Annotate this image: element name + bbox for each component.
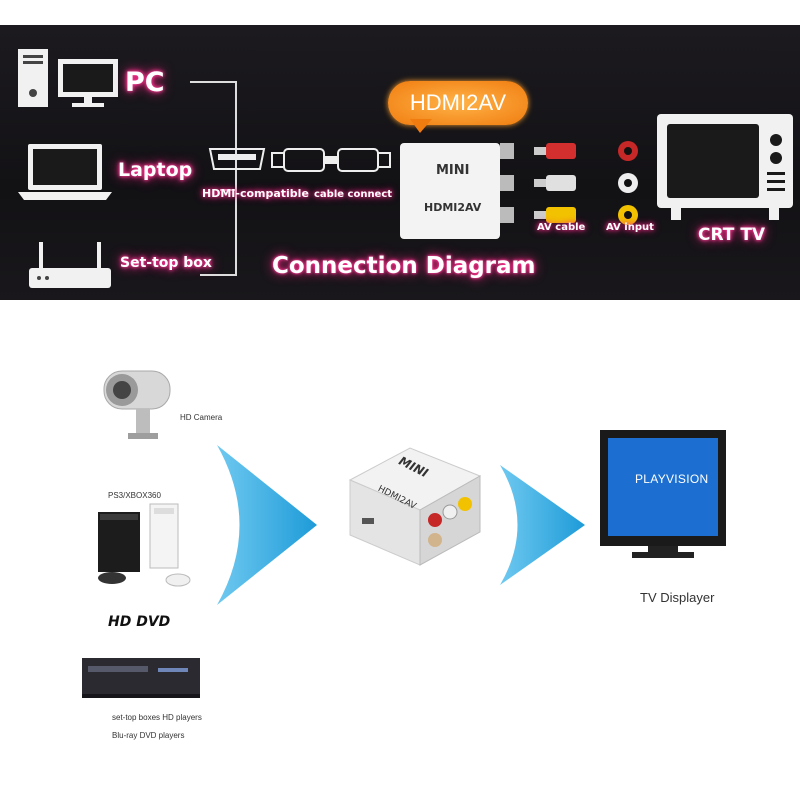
badge-tail xyxy=(410,119,432,133)
flow-arrow-left-icon xyxy=(217,445,317,605)
converter-brand: MINI xyxy=(436,163,470,178)
players-caption-2: Blu-ray DVD players xyxy=(112,731,185,740)
hdmi2av-badge-text: HDMI2AV xyxy=(409,90,507,115)
crt-tv-icon xyxy=(657,114,793,220)
tv-screen-text: PLAYVISION xyxy=(635,472,709,486)
hdmi2av-badge: HDMI2AV xyxy=(388,81,528,125)
converter-device-icon xyxy=(348,447,482,566)
hd-camera-caption: HD Camera xyxy=(180,413,223,422)
players-caption-1: set-top boxes HD players xyxy=(112,713,202,722)
pc-icon xyxy=(18,49,118,107)
converter-box: MINI HDMI2AV xyxy=(400,143,500,239)
flat-tv-icon xyxy=(600,430,726,558)
crt-tv-label: CRT TV xyxy=(698,225,766,245)
dvd-player-icon xyxy=(82,658,200,698)
hd-camera-icon xyxy=(103,370,171,439)
tv-displayer-caption: TV Displayer xyxy=(640,590,715,605)
source-label-laptop: Laptop xyxy=(118,159,193,181)
set-top-box-icon xyxy=(29,242,111,288)
laptop-icon xyxy=(18,144,112,200)
diagram-title: Connection Diagram xyxy=(272,253,536,279)
av-plugs-icon xyxy=(500,141,638,225)
av-cable-label: AV cable xyxy=(537,222,586,233)
cable-label-connect: cable connect xyxy=(314,189,393,200)
source-connector-lines xyxy=(190,81,237,276)
hd-dvd-logo: HD DVD xyxy=(108,614,171,630)
source-label-set-top-box: Set-top box xyxy=(120,255,212,271)
hdmi-cable-icon xyxy=(208,148,391,172)
converter-model: HDMI2AV xyxy=(424,201,482,214)
game-console-icon xyxy=(98,503,191,587)
console-caption: PS3/XBOX360 xyxy=(108,491,161,500)
connection-diagram-banner: PC Laptop Set-top box HDMI-compatible ca… xyxy=(0,25,800,300)
cable-label-hdmi: HDMI-compatible xyxy=(202,187,309,200)
source-label-pc: PC xyxy=(125,67,165,98)
flow-arrow-right-icon xyxy=(500,465,585,585)
av-input-label: AV input xyxy=(606,222,654,233)
